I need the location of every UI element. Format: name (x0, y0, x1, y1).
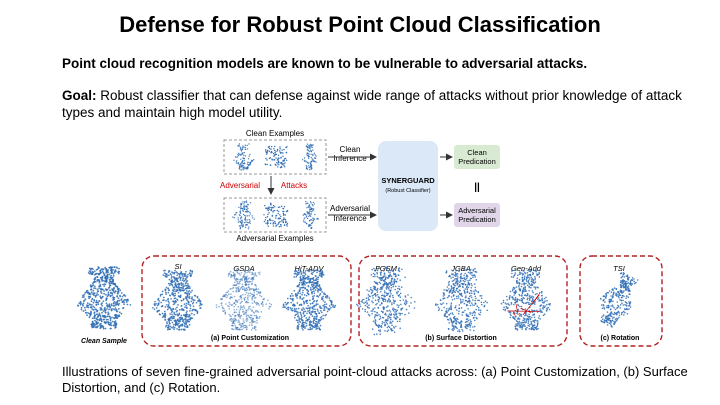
gen-add-label: Gen-Add (511, 264, 542, 273)
group-a-label: (a) Point Customization (211, 335, 289, 342)
goal-label: Goal: (62, 88, 97, 103)
clean-example-thumbs (233, 143, 317, 171)
figure-caption: Illustrations of seven fine-grained adve… (62, 364, 688, 395)
adversarial-examples-box (223, 197, 327, 233)
group-b-label: (b) Surface Distortion (425, 335, 497, 342)
clean-prediction-label-2: Predication (458, 157, 496, 166)
hit-adv-label: HiT-ADV (295, 264, 325, 273)
adversarial-example-thumbs (232, 200, 319, 230)
group-b-frame (358, 255, 568, 347)
clean-inference-label-2: Inference (333, 154, 367, 163)
goal-text: Goal: Robust classifier that can defense… (62, 87, 682, 121)
clean-examples-label: Clean Examples (246, 129, 304, 138)
adv-inference-label-2: Inference (333, 214, 367, 223)
gsda-label: GSDA (233, 264, 254, 273)
goal-body: Robust classifier that can defense again… (62, 88, 682, 120)
gsda-vase (215, 269, 273, 331)
synerguard-subtitle: (Robust Classifier) (385, 188, 430, 194)
si-vase (152, 269, 203, 331)
group-c-frame (579, 255, 663, 347)
gen-add-vase (500, 269, 551, 331)
clean-prediction-label-1: Clean (467, 148, 487, 157)
group-a-frame (141, 255, 352, 347)
parallel-symbol: || (474, 182, 480, 193)
jgba-label: JGBA (450, 264, 471, 273)
slide-title: Defense for Robust Point Cloud Classific… (119, 12, 601, 37)
hit-adv-vase (282, 269, 337, 331)
adversarial-prediction-label-2: Predication (458, 215, 496, 224)
adversarial-prediction-box (454, 203, 500, 227)
group-c-label: (c) Rotation (601, 335, 640, 342)
adversarial-label: Adversarial (220, 181, 260, 190)
tsi-vase (600, 272, 639, 328)
adversarial-prediction-label-1: Adversarial (458, 206, 496, 215)
si-label: SI (174, 262, 181, 271)
synerguard-box (378, 141, 438, 231)
intro-text: Point cloud recognition models are known… (62, 56, 588, 71)
synerguard-title: SYNERGUARD (381, 176, 435, 185)
adversarial-examples-label: Adversarial Examples (236, 234, 313, 243)
clean-examples-box (223, 139, 327, 175)
clean-inference-label-1: Clean (340, 145, 361, 154)
clean-sample-vase (77, 266, 132, 330)
tsi-label: TSI (613, 264, 625, 273)
clean-sample-label: Clean Sample (81, 338, 127, 345)
fgsm-vase (356, 266, 416, 336)
adv-inference-label-1: Adversarial (330, 204, 370, 213)
attacks-label: Attacks (281, 181, 307, 190)
jgba-vase (435, 267, 489, 333)
clean-prediction-box (454, 145, 500, 169)
